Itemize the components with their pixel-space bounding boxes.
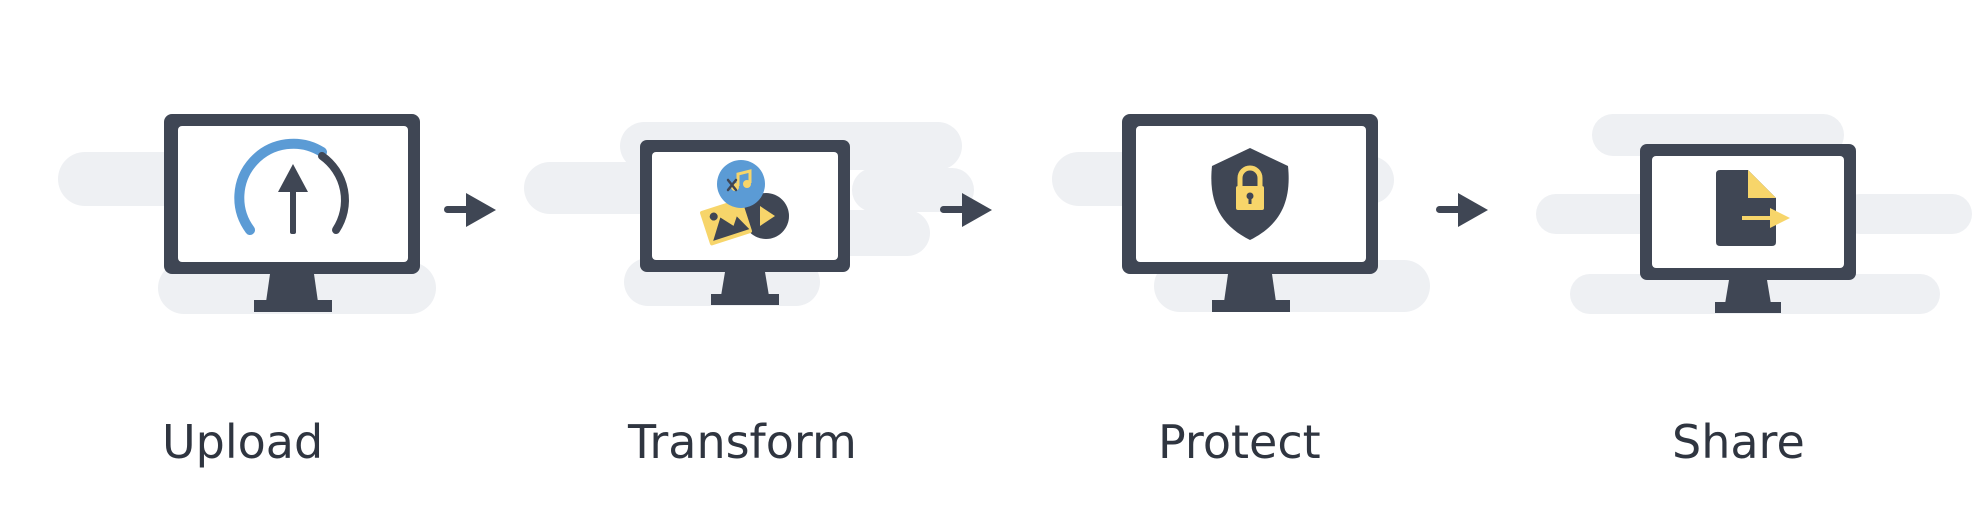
step-protect (1052, 114, 1430, 312)
step-share (1536, 114, 1972, 314)
document-share-icon (1716, 170, 1790, 246)
step-upload (58, 114, 436, 314)
shield-lock-icon (1211, 148, 1289, 240)
arrow-right-icon (940, 193, 992, 227)
upload-gauge-icon (234, 138, 349, 235)
arrow-right-icon (1436, 193, 1488, 227)
media-files-icon (700, 160, 789, 246)
step-label-transform: Transform (628, 415, 857, 469)
step-transform (524, 122, 974, 306)
arrow-right-icon (444, 193, 496, 227)
step-label-upload: Upload (162, 415, 324, 469)
step-label-protect: Protect (1158, 415, 1321, 469)
step-label-share: Share (1672, 415, 1805, 469)
